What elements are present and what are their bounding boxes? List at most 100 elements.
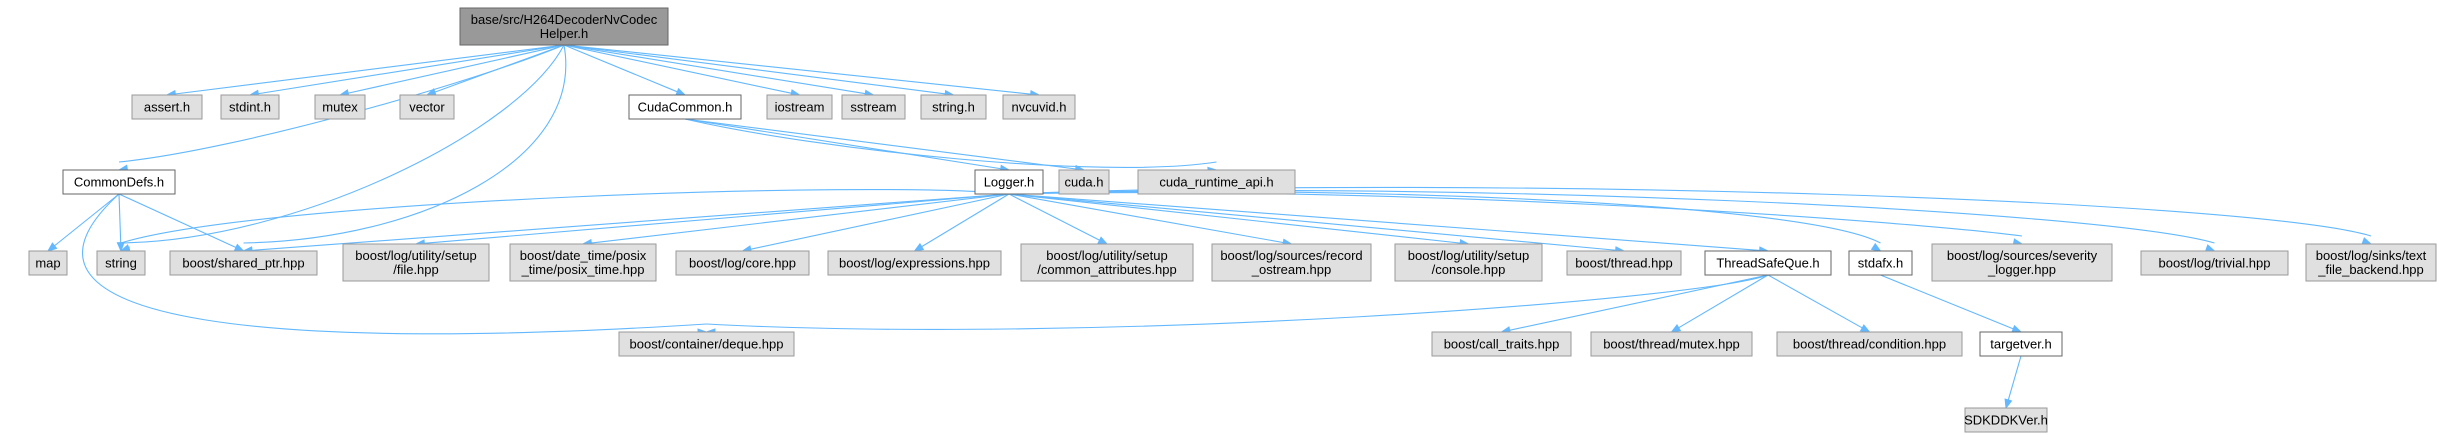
node-box-trivial [2140, 250, 2289, 276]
node-label-condition: boost/thread/condition.hpp [1793, 337, 1946, 352]
node-box-commonattr [1020, 243, 1194, 282]
node-label-nvcuvid: nvcuvid.h [1012, 100, 1067, 115]
edge-logger-to-thread [1008, 193, 1617, 251]
arrowhead-root-to-cudacommon [675, 87, 687, 96]
edge-logger-to-threadsafeque [1008, 193, 1761, 251]
node-box-logexpr [827, 250, 1002, 276]
node-label-posixtime-line-1: boost/date_time/posix [520, 248, 647, 263]
edge-cudacommon-to-cudah [684, 118, 1077, 170]
node-string: string [96, 250, 146, 276]
node-textfile: boost/log/sinks/text_file_backend.hpp [2305, 243, 2437, 282]
arrowhead-logger-to-trivial [2204, 244, 2216, 252]
node-box-thread [1566, 250, 1682, 276]
node-label-threadsafeque: ThreadSafeQue.h [1716, 256, 1819, 271]
arrowhead-threadsafeque-to-condition [1859, 324, 1871, 333]
node-label-assert: assert.h [144, 100, 190, 115]
node-threadsafeque[interactable]: ThreadSafeQue.h [1704, 250, 1832, 276]
node-box-sharedptr [169, 250, 318, 276]
node-assert: assert.h [131, 94, 203, 120]
edge-root-to-assert [174, 44, 565, 95]
arrowhead-logger-to-stdafx [1870, 242, 1882, 252]
node-cudaruntime: cuda_runtime_api.h [1137, 169, 1296, 195]
node-label-iostream: iostream [775, 100, 825, 115]
edge-logger-to-logexpr [921, 193, 1010, 248]
arrowhead-logger-to-commonattr [1097, 236, 1109, 245]
node-label-logcore: boost/log/core.hpp [689, 256, 796, 271]
node-label-commonattr-line-1: boost/log/utility/setup [1046, 248, 1167, 263]
arrowhead-commondefs-to-map [46, 242, 58, 252]
node-commondefs[interactable]: CommonDefs.h [62, 169, 176, 195]
node-commonattr: boost/log/utility/setup/common_attribute… [1020, 243, 1194, 282]
node-condition: boost/thread/condition.hpp [1776, 331, 1963, 357]
node-mutex: mutex [314, 94, 366, 120]
node-label-cudaruntime: cuda_runtime_api.h [1159, 175, 1273, 190]
node-stdint: stdint.h [220, 94, 280, 120]
node-box-cudaruntime [1137, 169, 1296, 195]
node-label-stdint: stdint.h [229, 100, 271, 115]
node-label-map: map [35, 256, 60, 271]
edge-cudacommon-to-logger [684, 118, 1002, 170]
node-thread: boost/thread.hpp [1566, 250, 1682, 276]
edge-commondefs-to-string [118, 193, 122, 244]
node-setupconsole: boost/log/utility/setup/console.hpp [1394, 243, 1543, 282]
edge-root-to-stdint [257, 44, 565, 95]
node-logger[interactable]: Logger.h [974, 169, 1044, 195]
node-label-root-line-1: base/src/H264DecoderNvCodec [471, 12, 658, 27]
node-label-commonattr-line-2: /common_attributes.hpp [1037, 262, 1176, 277]
edge-root-to-stringh [563, 44, 946, 95]
node-label-string: string [105, 256, 137, 271]
node-label-recordostream-line-2: _ostream.hpp [1251, 262, 1332, 277]
node-box-mutex [314, 94, 366, 120]
node-label-calltraits: boost/call_traits.hpp [1444, 337, 1560, 352]
node-box-stdafx [1848, 250, 1913, 276]
node-sharedptr: boost/shared_ptr.hpp [169, 250, 318, 276]
node-label-posixtime-line-2: _time/posix_time.hpp [521, 262, 645, 277]
node-label-textfile-line-2: _file_backend.hpp [2317, 262, 2424, 277]
node-calltraits: boost/call_traits.hpp [1431, 331, 1572, 357]
node-setupfile: boost/log/utility/setup/file.hpp [342, 243, 490, 282]
node-sdkddkver: SDKDDKVer.h [1964, 407, 2048, 433]
node-box-posixtime [509, 243, 657, 282]
arrowhead-targetver-to-sdkddkver [2004, 398, 2013, 410]
node-label-cudacommon: CudaCommon.h [638, 100, 733, 115]
edge-commondefs-to-map [53, 193, 120, 247]
node-box-sstream [841, 94, 906, 120]
node-box-stdint [220, 94, 280, 120]
node-box-threadmutex [1590, 331, 1753, 357]
arrowhead-commondefs-to-sharedptr [233, 243, 245, 252]
node-sstream: sstream [841, 94, 906, 120]
node-label-stdafx: stdafx.h [1858, 256, 1904, 271]
node-posixtime: boost/date_time/posix_time/posix_time.hp… [509, 243, 657, 282]
node-label-vector: vector [409, 100, 445, 115]
node-label-setupconsole-line-2: /console.hpp [1432, 262, 1506, 277]
node-label-logexpr: boost/log/expressions.hpp [839, 256, 990, 271]
node-label-deque: boost/container/deque.hpp [630, 337, 784, 352]
edge-logger-to-setupfile [423, 193, 1010, 244]
node-severitylogger: boost/log/sources/severity_logger.hpp [1931, 243, 2113, 282]
edge-logger-to-sharedptr [251, 193, 1010, 251]
node-box-stringh [920, 94, 987, 120]
node-nvcuvid: nvcuvid.h [1002, 94, 1076, 120]
edge-threadsafeque-to-deque [706, 274, 1769, 330]
node-label-logger: Logger.h [984, 175, 1035, 190]
node-stdafx[interactable]: stdafx.h [1848, 250, 1913, 276]
node-vector: vector [399, 94, 455, 120]
node-label-sdkddkver: SDKDDKVer.h [1964, 413, 2048, 428]
edge-logger-to-logcore [750, 193, 1010, 250]
node-map: map [28, 250, 68, 276]
edge-logger-to-trivial [1008, 189, 2215, 244]
node-box-commondefs [62, 169, 176, 195]
edge-root-to-nvcuvid [563, 44, 1032, 95]
node-targetver[interactable]: targetver.h [1979, 331, 2063, 357]
edge-logger-to-setupconsole [1008, 193, 1461, 244]
node-box-cudacommon [628, 94, 742, 120]
node-label-textfile-line-1: boost/log/sinks/text [2316, 248, 2427, 263]
node-box-calltraits [1431, 331, 1572, 357]
node-box-vector [399, 94, 455, 120]
node-label-thread: boost/thread.hpp [1575, 256, 1673, 271]
node-cudacommon[interactable]: CudaCommon.h [628, 94, 742, 120]
node-box-logcore [675, 250, 810, 276]
node-box-textfile [2305, 243, 2437, 282]
